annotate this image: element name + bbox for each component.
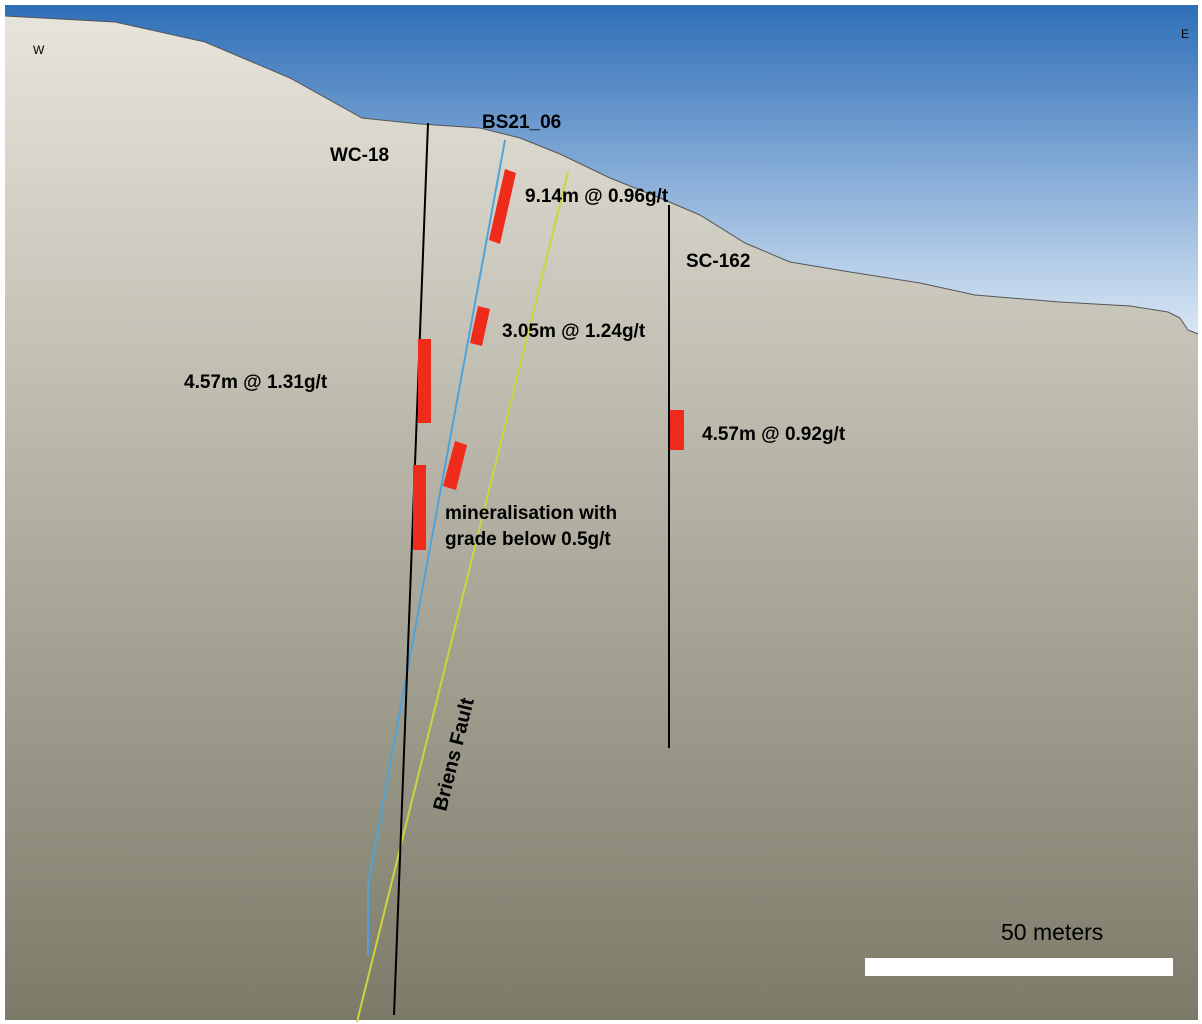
intercept-bs21-06-lower	[443, 441, 467, 490]
intercept-label-3: 4.57m @ 1.31g/t	[184, 372, 328, 393]
west-marker: W	[33, 43, 45, 57]
drillhole-bs21-06	[367, 139, 506, 955]
intercept-bs21-06-upper	[489, 169, 516, 244]
drillhole-wc18	[393, 122, 429, 1016]
mineralisation-note-line1: mineralisation with	[445, 503, 618, 524]
intercept-label-2: 3.05m @ 1.24g/t	[502, 321, 646, 342]
intercept-bs21-06-middle	[470, 306, 490, 346]
mineralisation-note-line2: grade below 0.5g/t	[445, 529, 611, 550]
intercept-label-1: 9.14m @ 0.96g/t	[525, 186, 669, 207]
intercept-wc18-lower	[413, 465, 426, 550]
topographic-surface	[4, 15, 1199, 335]
intercept-sc162	[670, 410, 684, 450]
briens-fault-line	[356, 171, 569, 1023]
east-marker: E	[1181, 27, 1190, 41]
drillhole-label-bs21-06: BS21_06	[482, 112, 562, 133]
intercept-label-4: 4.57m @ 0.92g/t	[702, 424, 846, 445]
ground	[5, 16, 1198, 1020]
drillhole-label-wc18: WC-18	[330, 145, 390, 166]
drillhole-label-sc162: SC-162	[686, 251, 751, 272]
scale-label: 50 meters	[1001, 919, 1104, 945]
intercept-wc18-upper	[418, 339, 431, 423]
scale-bar	[865, 958, 1173, 976]
